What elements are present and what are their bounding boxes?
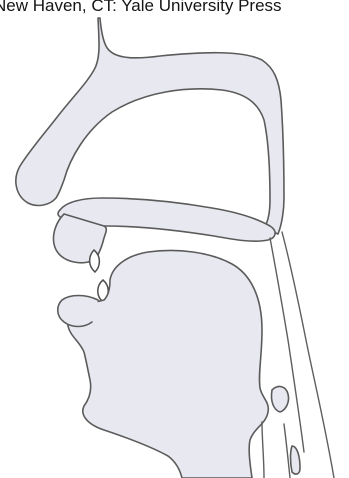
tongue-and-jaw bbox=[68, 251, 269, 478]
epiglottis bbox=[271, 387, 288, 412]
vocal-fold bbox=[291, 446, 301, 474]
larynx-front bbox=[262, 422, 264, 478]
larynx-back bbox=[284, 424, 290, 478]
pharynx-inner-wall bbox=[270, 238, 304, 452]
lower-lip bbox=[58, 296, 98, 327]
